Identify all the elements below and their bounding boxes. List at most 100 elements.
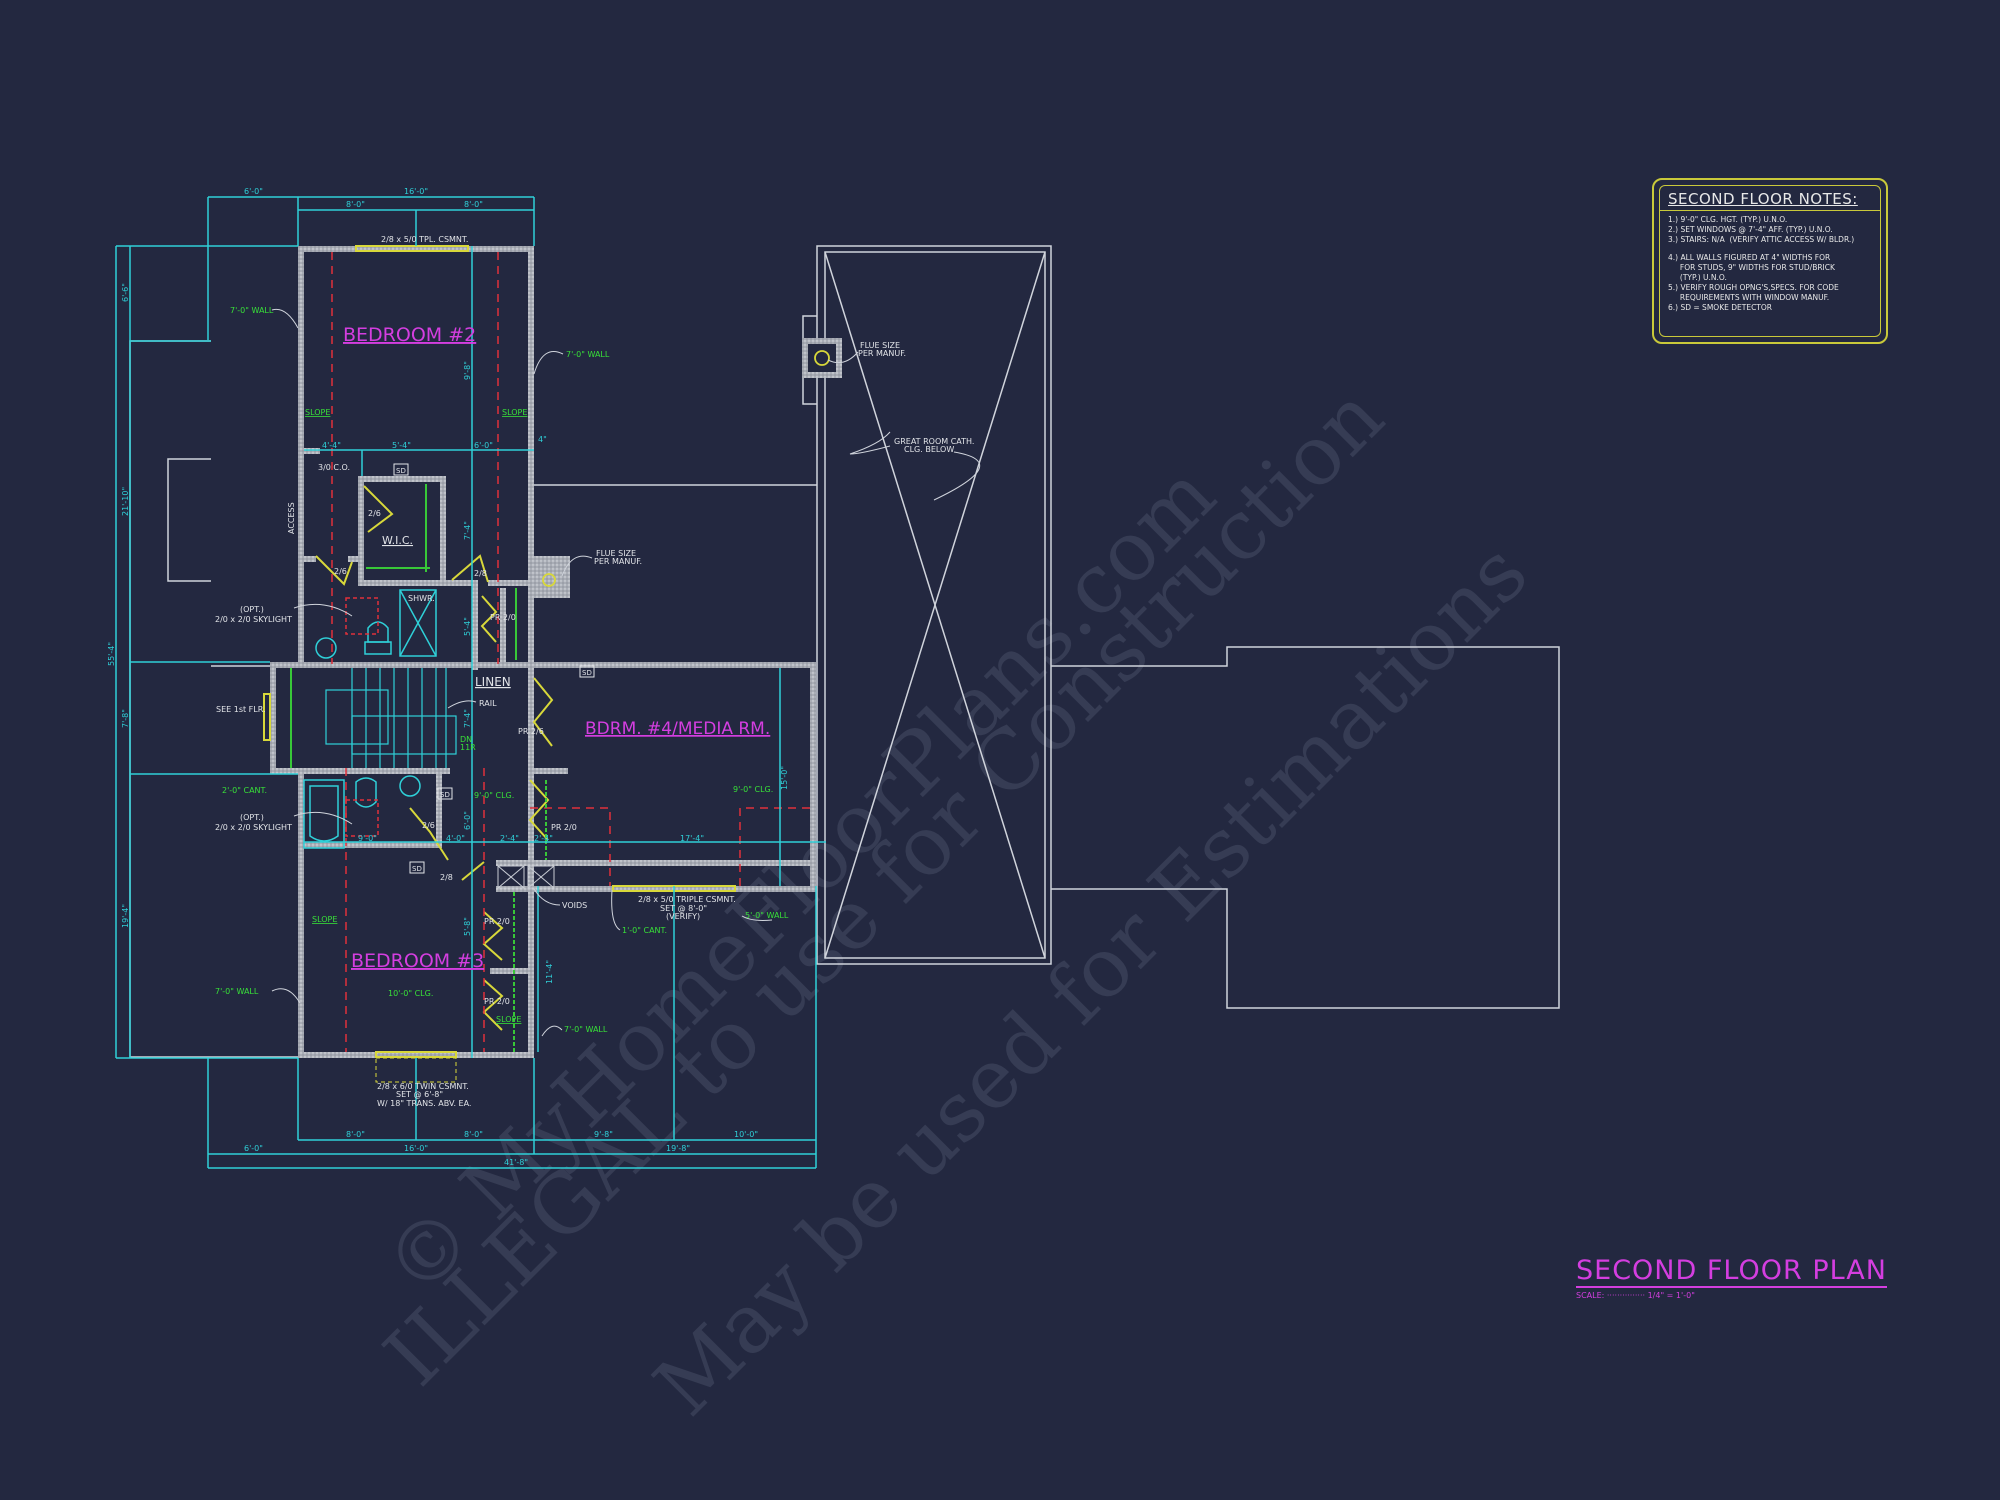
label-skylight-opt-2: (OPT.)	[240, 813, 264, 822]
second-floor-notes: SECOND FLOOR NOTES: 1.) 9'-0" CLG. HGT. …	[1652, 178, 1888, 344]
dim-inner-54: 5'-4"	[392, 441, 411, 450]
sd-label-4: SD	[412, 865, 422, 873]
label-skylight-2: 2/0 x 2/0 SKYLIGHT	[215, 823, 292, 832]
note-slope-2: SLOPE	[502, 408, 527, 417]
label-window-bdrm4-2: SET @ 8'-0"	[660, 904, 707, 913]
label-skylight-1: 2/0 x 2/0 SKYLIGHT	[215, 615, 292, 624]
dim-bot-8a: 8'-0"	[346, 1130, 365, 1139]
note-item: 6.) SD = SMOKE DETECTOR	[1668, 303, 1772, 312]
note-clg-9a: 9'-0" CLG.	[474, 791, 514, 800]
sd-label-2: SD	[582, 669, 592, 677]
note-dn-num: 11R	[460, 743, 476, 752]
dim-left-78: 7'-8"	[121, 709, 130, 728]
label-pr20-c: PR 2/0	[484, 917, 510, 926]
room-label-bedroom-3: BEDROOM #3	[351, 950, 484, 972]
smoke-detectors: SD SD SD SD	[393, 463, 595, 874]
note-cant-2: 2'-0" CANT.	[222, 786, 267, 795]
dim-inner-98v: 9'-8"	[463, 361, 472, 380]
note-clg-10: 10'-0" CLG.	[388, 989, 433, 998]
dim-inner-4: 4"	[538, 435, 547, 444]
dim-inner-90: 9'-0"	[358, 834, 377, 843]
dim-top-6: 6'-0"	[244, 187, 263, 196]
label-flue-1b: PER MANUF.	[594, 557, 642, 566]
label-window-bdrm4-3: (VERIFY)	[666, 912, 700, 921]
room-labels: BEDROOM #2 BEDROOM #3 BDRM. #4/MEDIA RM.	[343, 324, 770, 972]
dim-inner-44: 4'-4"	[322, 441, 341, 450]
flue-box-great-room	[802, 338, 842, 378]
dim-inner-40: 4'-0"	[446, 834, 465, 843]
label-door-bath: 2/6	[334, 567, 347, 576]
note-wall-7d: 7'-0" WALL	[564, 1025, 608, 1034]
label-access: ACCESS	[287, 502, 296, 534]
label-great-room-2: CLG. BELOW	[904, 445, 954, 454]
label-window-bdrm4-1: 2/8 x 5/0 TRIPLE CSMNT.	[638, 895, 736, 904]
label-great-room-1: GREAT ROOM CATH.	[894, 437, 974, 446]
dim-top-16: 16'-0"	[404, 187, 428, 196]
white-labels: 2/8 x 5/0 TPL. CSMNT. W.I.C. LINEN SHWR.…	[215, 235, 974, 1108]
note-cant-1: 1'-0" CANT.	[622, 926, 667, 935]
label-pr20-d: PR 2/0	[484, 997, 510, 1006]
label-flue-1a: FLUE SIZE	[596, 549, 636, 558]
dim-bot-total: 41'-8"	[504, 1158, 528, 1167]
room-label-bedroom-2: BEDROOM #2	[343, 324, 476, 346]
dim-left-194: 19'-4"	[121, 904, 130, 928]
note-item: 4.) ALL WALLS FIGURED AT 4" WIDTHS FOR F…	[1668, 253, 1835, 282]
note-item: 3.) STAIRS: N/A (VERIFY ATTIC ACCESS W/ …	[1668, 235, 1855, 244]
label-door-bath2: 2/6	[422, 821, 435, 830]
dim-bot-16: 16'-0"	[404, 1144, 428, 1153]
note-wall-7c: 7'-0" WALL	[215, 987, 259, 996]
label-linen: LINEN	[475, 675, 511, 689]
dim-top-8b: 8'-0"	[464, 200, 483, 209]
label-see-1st: SEE 1st FLR.	[216, 705, 266, 714]
green-lines	[290, 484, 547, 1052]
note-wall-7a: 7'-0" WALL	[230, 306, 274, 315]
note-wall-7b: 7'-0" WALL	[566, 350, 610, 359]
flue-upper-circle	[542, 573, 556, 587]
label-skylight-opt-1: (OPT.)	[240, 605, 264, 614]
voids	[497, 865, 555, 889]
label-flue-2a: FLUE SIZE	[860, 341, 900, 350]
dim-inner-174: 17'-4"	[680, 834, 704, 843]
drawing-title-block: SECOND FLOOR PLAN SCALE: ···············…	[1576, 1256, 1887, 1300]
dim-inner-74: 7'-4"	[463, 521, 472, 540]
label-door-bdrm3: 2/8	[440, 873, 453, 882]
watermark: © MyHomeFloorPlans.com ILLEGAL to use fo…	[367, 369, 1546, 1434]
note-slope-3: SLOPE	[312, 915, 337, 924]
walls	[270, 246, 816, 1058]
label-flue-2b: PER MANUF.	[858, 349, 906, 358]
label-voids: VOIDS	[562, 901, 587, 910]
dim-inner-58: 5'-8"	[463, 917, 472, 936]
label-pr20-a: PR 2/0	[490, 613, 516, 622]
dimension-lines	[115, 196, 826, 1169]
dim-bot-198: 19'-8"	[666, 1144, 690, 1153]
label-window-bdrm3-1: 2/8 x 6/0 TWIN CSMNT.	[377, 1082, 469, 1091]
label-co: 3/0 C.O.	[318, 463, 350, 472]
dim-inner-54v: 5'-4"	[463, 617, 472, 636]
note-slope-1: SLOPE	[305, 408, 330, 417]
leader-lines	[271, 308, 981, 1037]
label-window-top: 2/8 x 5/0 TPL. CSMNT.	[381, 235, 468, 244]
room-label-bedroom-4: BDRM. #4/MEDIA RM.	[585, 719, 770, 739]
note-dn: DN	[460, 735, 472, 744]
drawing-scale: SCALE: ··············· 1/4" = 1'-0"	[1576, 1291, 1887, 1300]
notes-inner-frame: SECOND FLOOR NOTES: 1.) 9'-0" CLG. HGT. …	[1659, 185, 1881, 337]
doors	[315, 485, 554, 1031]
dim-inner-60: 6'-0"	[474, 441, 493, 450]
dim-inner-150: 15'-0"	[780, 766, 789, 790]
label-rail: RAIL	[479, 699, 497, 708]
dim-top-8a: 8'-0"	[346, 200, 365, 209]
label-wic: W.I.C.	[382, 534, 413, 547]
great-room-outline	[129, 245, 1560, 1058]
dim-inner-60v: 6'-0"	[463, 811, 472, 830]
drawing-title: SECOND FLOOR PLAN	[1576, 1255, 1887, 1288]
label-pr26: PR 2/6	[518, 727, 544, 736]
dim-left-total: 55'-4"	[107, 642, 116, 666]
note-item: 2.) SET WINDOWS @ 7'-4" AFF. (TYP.) U.N.…	[1668, 225, 1833, 234]
label-pr20-b: PR 2/0	[551, 823, 577, 832]
dim-inner-24b: 2'-4"	[534, 834, 553, 843]
scale-leader: ···············	[1606, 1291, 1648, 1300]
dimension-text: 6'-0" 16'-0" 8'-0" 8'-0" 6'-6" 21'-10" 7…	[107, 187, 789, 1167]
note-wall-5: 5'-0" WALL	[745, 911, 789, 920]
notes-list: 1.) 9'-0" CLG. HGT. (TYP.) U.N.O. 2.) SE…	[1660, 211, 1880, 317]
